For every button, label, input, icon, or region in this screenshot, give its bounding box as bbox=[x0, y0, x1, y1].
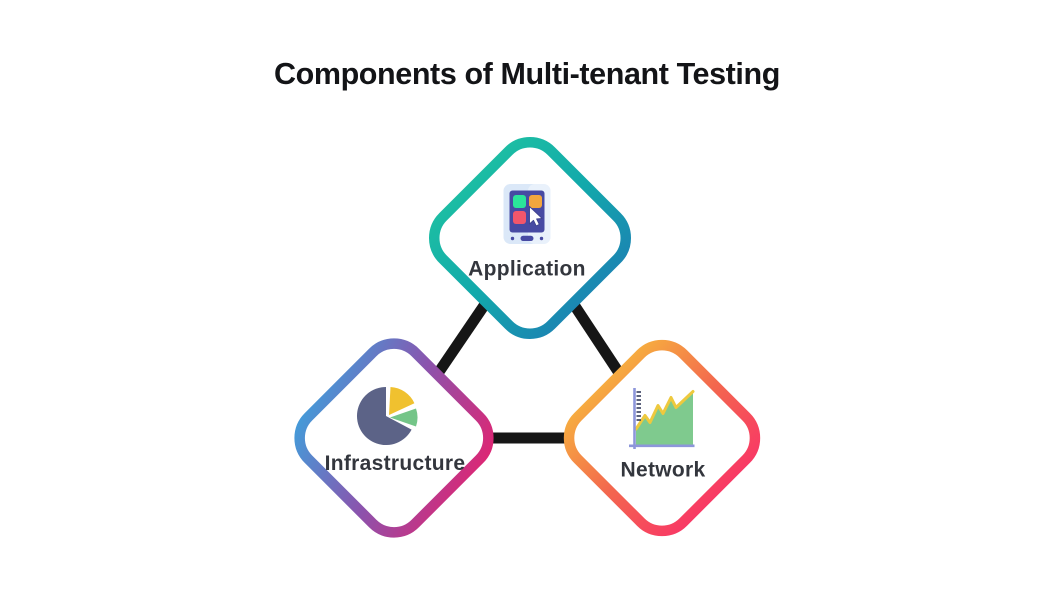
node-application: Application bbox=[428, 136, 632, 340]
application-label: Application bbox=[468, 258, 586, 281]
app-tile-green bbox=[513, 195, 526, 208]
pie-slice-green bbox=[390, 408, 418, 427]
chart-area-line bbox=[634, 390, 695, 431]
home-button bbox=[520, 235, 534, 241]
speaker-dot-right bbox=[539, 236, 544, 241]
app-tile-orange bbox=[529, 195, 542, 208]
pie-slice-large bbox=[356, 387, 412, 445]
area-chart-icon bbox=[629, 388, 695, 449]
chart-area-fill bbox=[636, 391, 693, 445]
cursor-icon bbox=[529, 206, 543, 227]
pie-chart-icon bbox=[356, 387, 418, 445]
speaker-dot-left bbox=[510, 236, 515, 241]
infrastructure-label: Infrastructure bbox=[325, 452, 466, 475]
chart-axis-ticks bbox=[636, 391, 641, 421]
node-network: Network bbox=[563, 339, 761, 537]
node-infrastructure: Infrastructure bbox=[294, 338, 494, 538]
page-title: Components of Multi-tenant Testing bbox=[274, 57, 780, 91]
app-tile-red bbox=[513, 211, 526, 224]
mobile-app-icon bbox=[503, 184, 551, 244]
network-label: Network bbox=[621, 459, 706, 482]
pie-slice-yellow bbox=[389, 387, 415, 415]
